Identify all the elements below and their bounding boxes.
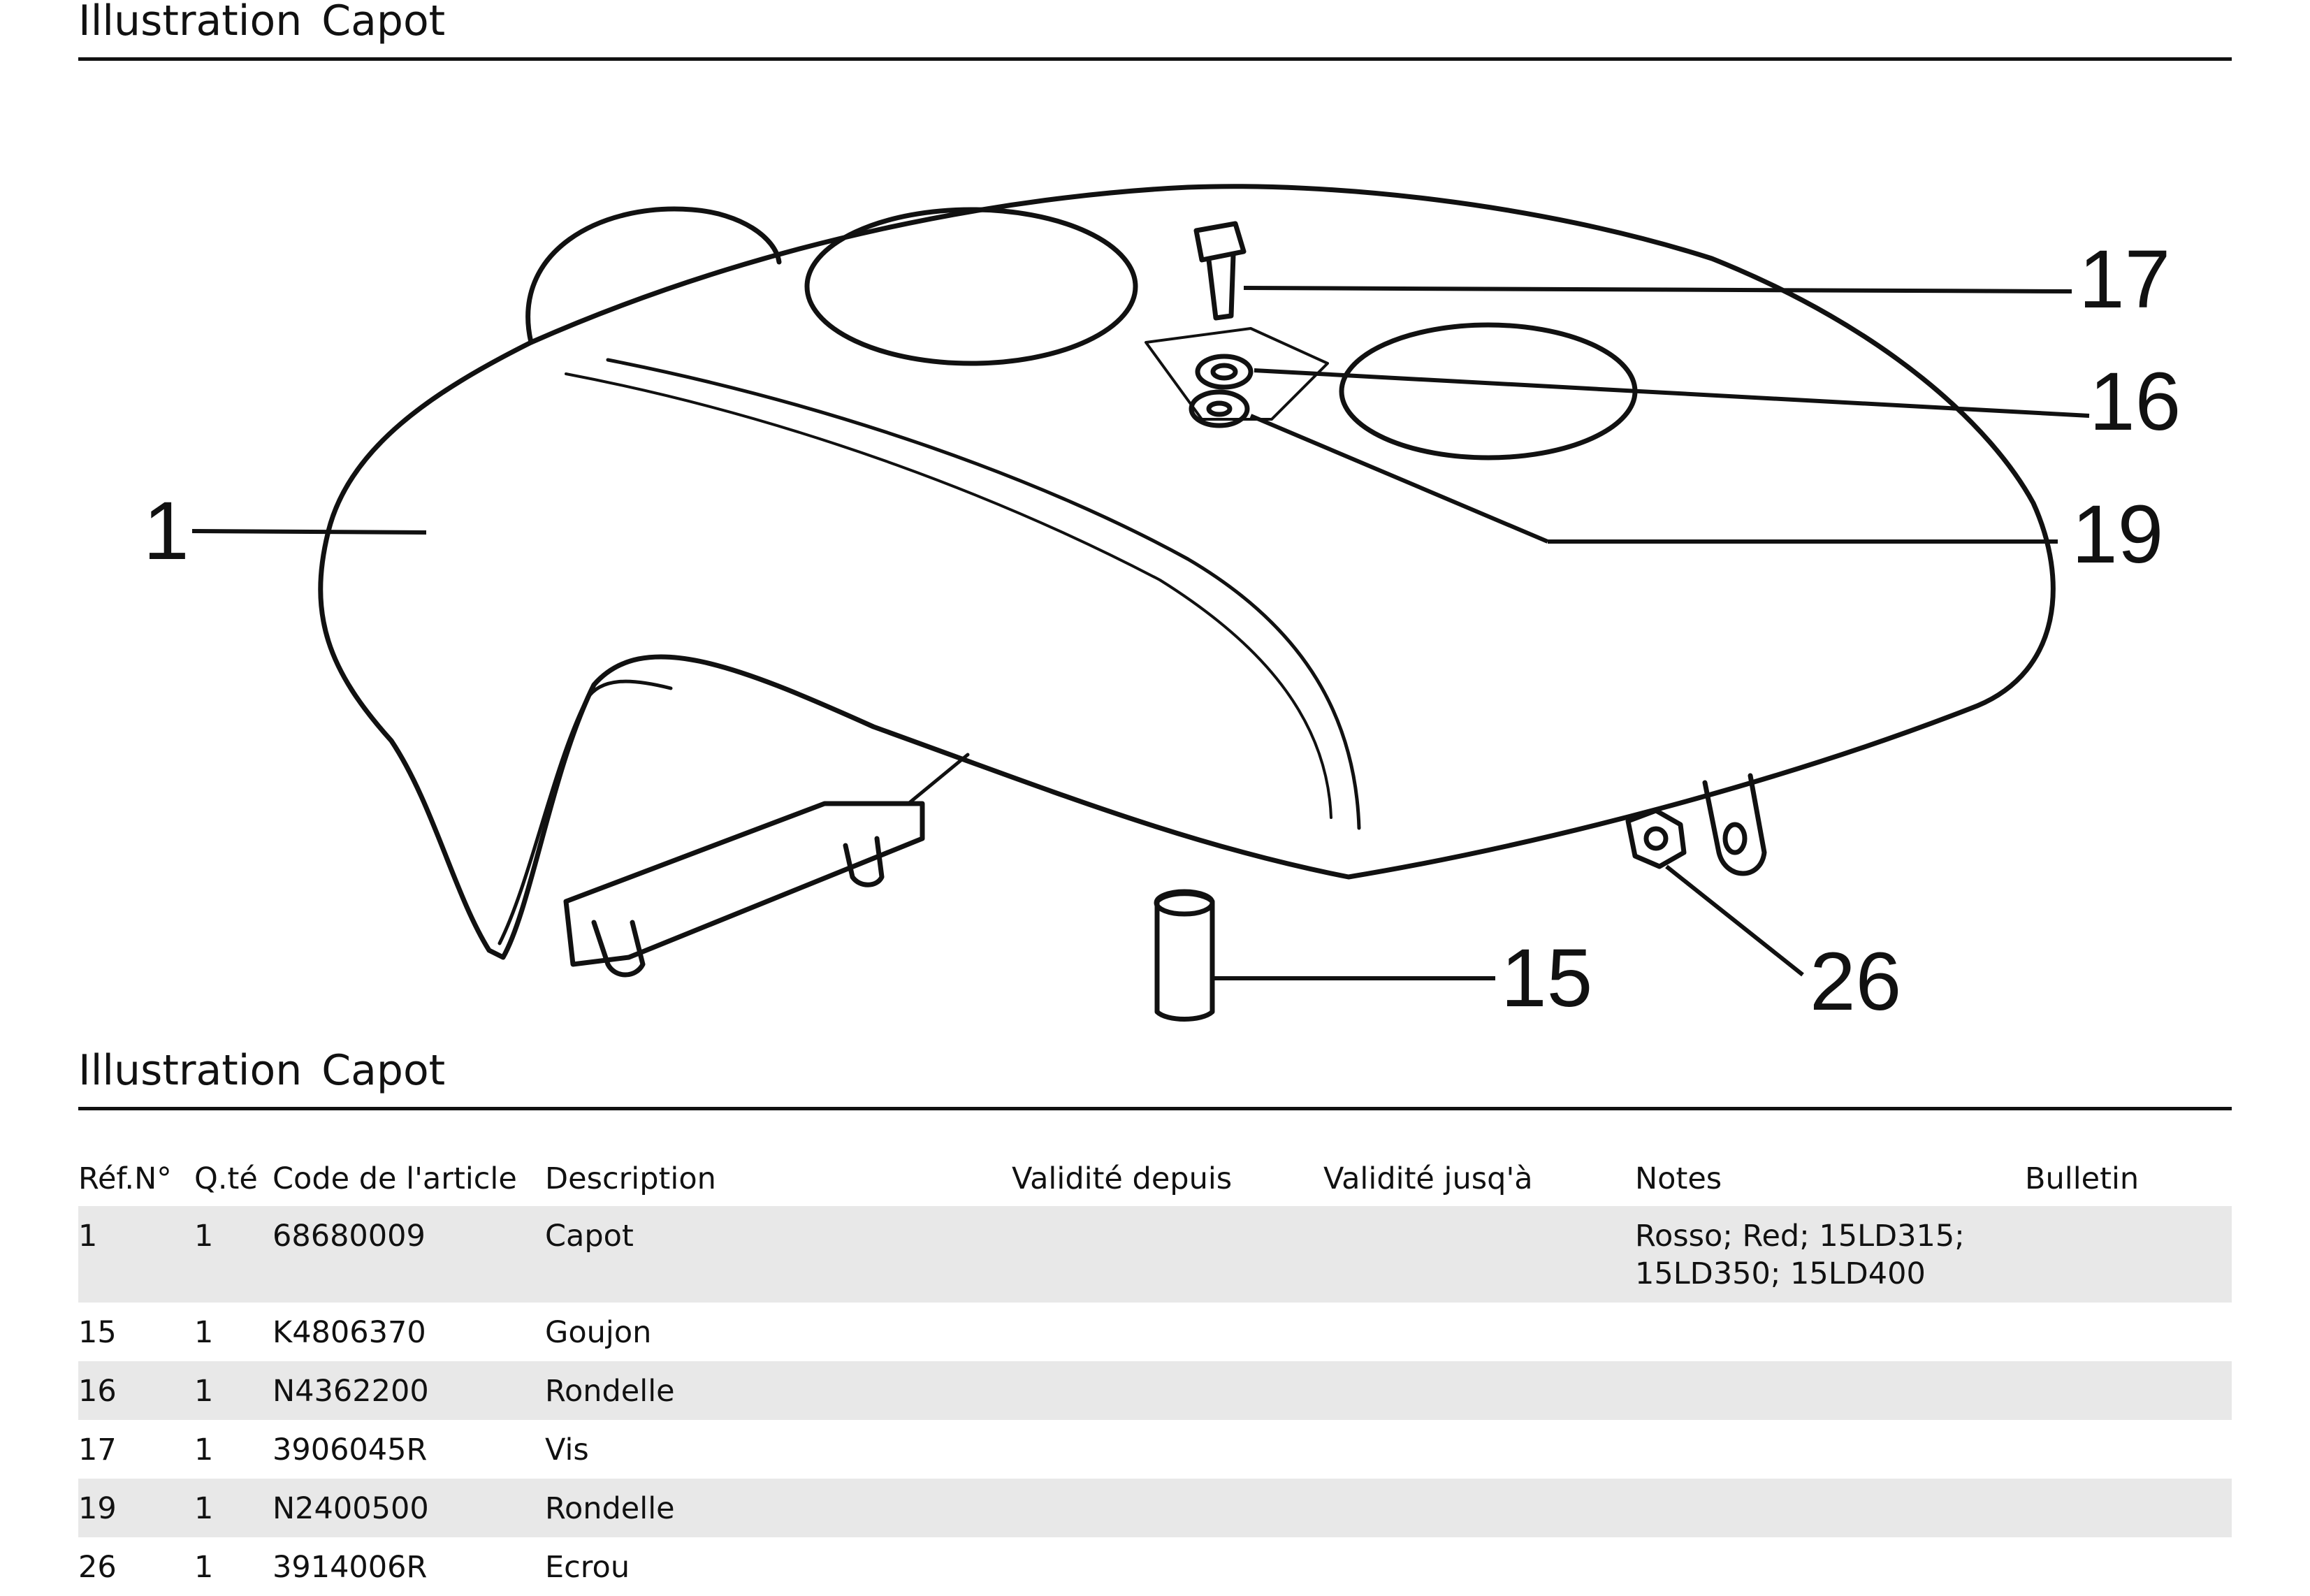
cell-valid-from <box>1012 1361 1323 1420</box>
cell-description: Ecrou <box>545 1550 630 1585</box>
cell-description: Goujon <box>545 1315 652 1350</box>
cell-description: Capot <box>545 1219 634 1254</box>
cover-opening-left <box>804 207 1138 366</box>
cover-outline <box>318 184 2056 960</box>
cell-code: N2400500 <box>273 1491 429 1526</box>
cell-qty: 1 <box>194 1550 214 1585</box>
cell-valid-from <box>1012 1537 1323 1596</box>
cover-rear-bump <box>525 206 782 345</box>
callout-1: 1 <box>143 485 189 577</box>
cell-code: K4806370 <box>273 1315 426 1350</box>
cell-qty: 1 <box>194 1219 214 1254</box>
cell-valid-from <box>1012 1206 1323 1303</box>
table-header-row: Réf.N° Q.té Code de l'article Descriptio… <box>78 1153 2232 1206</box>
cover-ridge-2 <box>565 372 1332 819</box>
cell-description: Vis <box>545 1432 589 1467</box>
cell-notes <box>1635 1303 2025 1361</box>
cell-bulletin <box>2025 1420 2232 1479</box>
table-row: 16 1 N4362200 Rondelle <box>78 1361 2232 1420</box>
cell-valid-from <box>1012 1303 1323 1361</box>
table-row: 26 1 3914006R Ecrou <box>78 1537 2232 1596</box>
bracket-right <box>1702 773 1767 876</box>
cell-valid-from <box>1012 1420 1323 1479</box>
cell-valid-to <box>1323 1303 1635 1361</box>
cell-valid-to <box>1323 1420 1635 1479</box>
table-row: 19 1 N2400500 Rondelle <box>78 1479 2232 1537</box>
cell-qty: 1 <box>194 1491 214 1526</box>
cell-ref: 1 <box>78 1219 98 1254</box>
washer-19 <box>1189 389 1250 428</box>
table-row: 17 1 3906045R Vis <box>78 1420 2232 1479</box>
col-header-qty: Q.té <box>194 1161 258 1196</box>
cell-notes <box>1635 1420 2025 1479</box>
bolt-17 <box>1193 221 1247 321</box>
section-word-illustration: Illustration <box>78 1046 303 1095</box>
cell-notes: Rosso; Red; 15LD315; 15LD350; 15LD400 <box>1635 1219 1965 1291</box>
cell-code: N4362200 <box>273 1374 429 1409</box>
cell-bulletin <box>2025 1361 2232 1420</box>
cell-bulletin <box>2025 1479 2232 1537</box>
col-header-notes: Notes <box>1635 1161 1722 1196</box>
cell-notes <box>1635 1479 2025 1537</box>
nut-26 <box>1625 808 1687 869</box>
col-header-description: Description <box>545 1161 716 1196</box>
parts-table: Réf.N° Q.té Code de l'article Descriptio… <box>78 1153 2232 1596</box>
cell-ref: 17 <box>78 1432 117 1467</box>
table-row: 1 1 68680009 Capot Rosso; Red; 15LD315; … <box>78 1206 2232 1303</box>
callout-16: 16 <box>2089 356 2181 448</box>
cell-qty: 1 <box>194 1374 214 1409</box>
cell-qty: 1 <box>194 1432 214 1467</box>
col-header-valid-from: Validité depuis <box>1012 1161 1233 1196</box>
cell-notes <box>1635 1361 2025 1420</box>
heading-word-capot: Capot <box>321 0 446 45</box>
cell-qty: 1 <box>194 1315 214 1350</box>
col-header-valid-to: Validité jusq'à <box>1323 1161 1533 1196</box>
cell-ref: 15 <box>78 1315 117 1350</box>
cell-valid-to <box>1323 1537 1635 1596</box>
cell-ref: 26 <box>78 1550 117 1585</box>
cell-valid-from <box>1012 1479 1323 1537</box>
cell-valid-to <box>1323 1361 1635 1420</box>
washer-16 <box>1195 354 1254 390</box>
cell-bulletin <box>2025 1303 2232 1361</box>
cell-ref: 19 <box>78 1491 117 1526</box>
cell-description: Rondelle <box>545 1374 675 1409</box>
page-heading: Illustration Capot <box>78 0 2232 61</box>
parts-table-container: Réf.N° Q.té Code de l'article Descriptio… <box>78 1153 2232 1596</box>
cell-bulletin <box>2025 1206 2232 1303</box>
cell-description: Rondelle <box>545 1491 675 1526</box>
section-word-capot: Capot <box>321 1046 446 1095</box>
col-header-bulletin: Bulletin <box>2025 1161 2140 1196</box>
cell-valid-to <box>1323 1479 1635 1537</box>
callout-15: 15 <box>1501 932 1592 1024</box>
cell-code: 3906045R <box>273 1432 428 1467</box>
cell-bulletin <box>2025 1537 2232 1596</box>
cover-opening-right <box>1339 322 1638 460</box>
cover-inner-lip <box>497 679 673 945</box>
cell-code: 68680009 <box>273 1219 426 1254</box>
callout-26: 26 <box>1810 936 1901 1028</box>
callout-17: 17 <box>2079 233 2170 326</box>
cover-ridge <box>606 358 1361 830</box>
cell-code: 3914006R <box>273 1550 428 1585</box>
heading-word-illustration: Illustration <box>78 0 303 45</box>
col-header-ref: Réf.N° <box>78 1161 172 1196</box>
parts-diagram: 1 17 16 19 15 26 <box>143 184 2181 1028</box>
bracket-left <box>563 801 925 967</box>
cell-valid-to <box>1323 1206 1635 1303</box>
cell-ref: 16 <box>78 1374 117 1409</box>
table-row: 15 1 K4806370 Goujon <box>78 1303 2232 1361</box>
col-header-code: Code de l'article <box>273 1161 517 1196</box>
callout-19: 19 <box>2072 488 2163 581</box>
cell-notes <box>1635 1537 2025 1596</box>
